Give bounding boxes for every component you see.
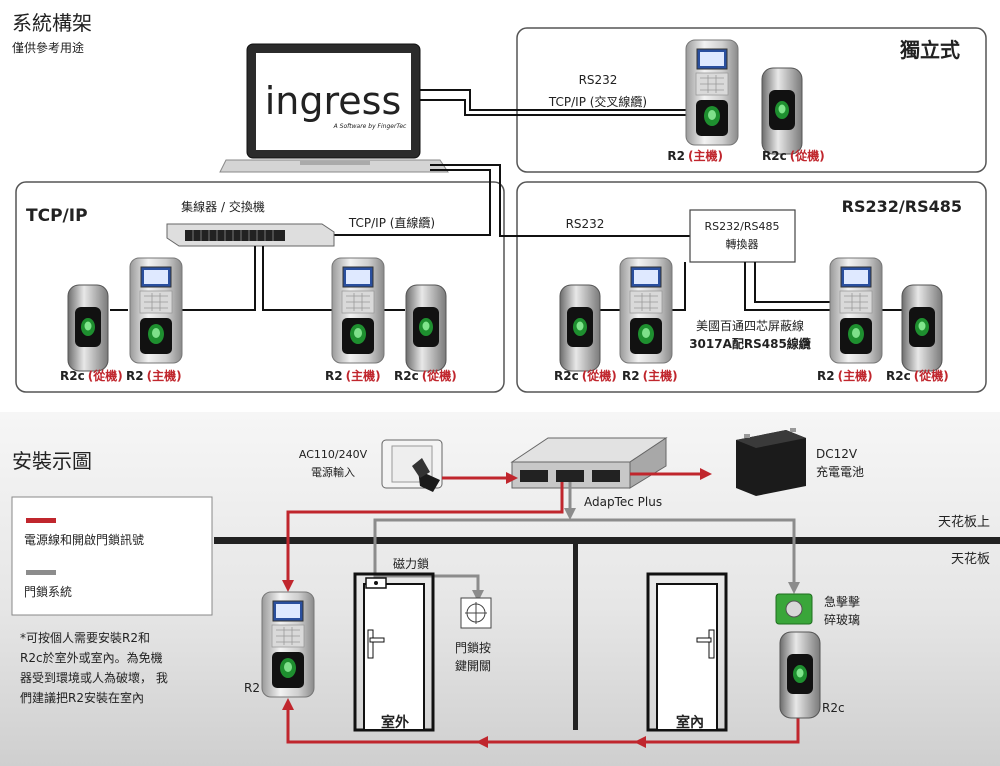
legend-red-swatch — [26, 518, 56, 523]
dc-label-line1: DC12V — [816, 447, 858, 461]
note-line-4: 們建議把R2安裝在室內 — [20, 690, 144, 705]
standalone-title: 獨立式 — [899, 38, 960, 62]
exit-label-line1: 門鎖按 — [455, 640, 491, 655]
rs485-r2c-label-left: R2c(從機) — [554, 368, 617, 383]
r2c-device-icon — [901, 284, 943, 372]
install-title: 安裝示圖 — [12, 449, 92, 473]
r2c-device-icon — [559, 284, 601, 372]
tcpip-r2c-label-left: R2c(從機) — [60, 368, 123, 383]
ac-label-line1: AC110/240V — [299, 448, 368, 461]
emergency-label-line2: 碎玻璃 — [824, 612, 860, 627]
r2-device-icon — [261, 591, 315, 698]
indoor-door-icon — [646, 572, 728, 732]
cable-line2: 3017A配RS485線纜 — [689, 336, 811, 351]
rs485-r2-label-right: R2(主機) — [817, 368, 873, 383]
r2-device-icon — [331, 257, 385, 364]
rs485-r2c-label-right: R2c(從機) — [886, 368, 949, 383]
battery-icon — [736, 428, 806, 496]
standalone-r2-label: R2(主機) — [667, 148, 723, 163]
legend-red-label: 電源線和開啟門鎖訊號 — [24, 532, 144, 547]
standalone-panel — [516, 27, 987, 173]
standalone-r2c-label: R2c(從機) — [762, 148, 825, 163]
ceiling-top-label: 天花板上 — [938, 514, 990, 530]
legend-box — [11, 496, 213, 616]
power-signal-wires — [282, 468, 800, 748]
laptop-wires — [330, 89, 690, 237]
tcpip-wires — [110, 246, 405, 311]
standalone-tcpip-label: TCP/IP (交叉線纜) — [548, 94, 647, 109]
ingress-logo: ingress — [265, 79, 402, 123]
hub-label: 集線器 / 交換機 — [181, 199, 265, 214]
legend-gray-swatch — [26, 570, 56, 575]
indoor-label: 室內 — [676, 714, 704, 731]
r2-device-icon — [829, 257, 883, 364]
tcpip-r2-label-left: R2(主機) — [126, 368, 182, 383]
rs485-title: RS232/RS485 — [842, 197, 962, 216]
adaptec-label: AdapTec Plus — [584, 495, 662, 509]
converter-line1: RS232/RS485 — [705, 220, 780, 233]
tcpip-title: TCP/IP — [26, 206, 88, 226]
outdoor-label: 室外 — [381, 714, 409, 731]
note-line-3: 器受到環境或人為破壞， 我 — [20, 670, 168, 685]
r2c-device-icon — [67, 284, 109, 372]
standalone-rs232-label: RS232 — [579, 73, 618, 87]
outdoor-door-icon — [353, 572, 435, 732]
legend-gray-label: 門鎖系統 — [24, 584, 72, 599]
hub-switch-icon — [166, 223, 335, 247]
tcpip-straight-label: TCP/IP (直線纜) — [348, 215, 435, 230]
ac-label-line2: 電源輸入 — [311, 465, 355, 479]
r2-device-icon — [619, 257, 673, 364]
page-subtitle: 僅供參考用途 — [12, 40, 84, 55]
rs485-wires — [600, 262, 905, 311]
r2-device-icon — [685, 39, 739, 146]
exit-label-line2: 鍵開關 — [455, 658, 491, 673]
r2-device-icon — [129, 257, 183, 364]
power-socket-icon — [381, 439, 443, 492]
rs485-rs232-label: RS232 — [566, 217, 605, 231]
ceiling-line — [214, 537, 1000, 544]
r2c-device-icon — [761, 67, 803, 155]
wall-divider — [573, 544, 578, 730]
install-r2c-label: R2c — [822, 701, 845, 715]
exit-button-icon — [460, 597, 492, 629]
note-line-1: *可按個人需要安裝R2和 — [20, 630, 150, 645]
ceiling-label: 天花板 — [951, 551, 990, 567]
cable-line1: 美國百通四芯屏蔽線 — [696, 318, 804, 333]
install-r2-label: R2 — [244, 681, 260, 695]
converter-line2: 轉換器 — [726, 238, 759, 251]
tcpip-r2c-label-right: R2c(從機) — [394, 368, 457, 383]
page-title: 系統構架 — [12, 11, 92, 35]
r2c-device-icon — [779, 631, 821, 719]
tcpip-r2-label-right: R2(主機) — [325, 368, 381, 383]
converter-box — [689, 209, 796, 263]
maglock-label: 磁力鎖 — [393, 556, 429, 571]
note-line-2: R2c於室外或室內。為免機 — [20, 650, 163, 665]
emergency-label-line1: 急擊擊 — [824, 594, 860, 609]
ingress-tagline: A Software by FingerTec — [333, 123, 407, 130]
r2c-device-icon — [405, 284, 447, 372]
dc-label-line2: 充電電池 — [816, 464, 864, 479]
break-glass-icon — [775, 593, 813, 625]
laptop-icon — [219, 43, 449, 173]
rs485-r2-label-left: R2(主機) — [622, 368, 678, 383]
